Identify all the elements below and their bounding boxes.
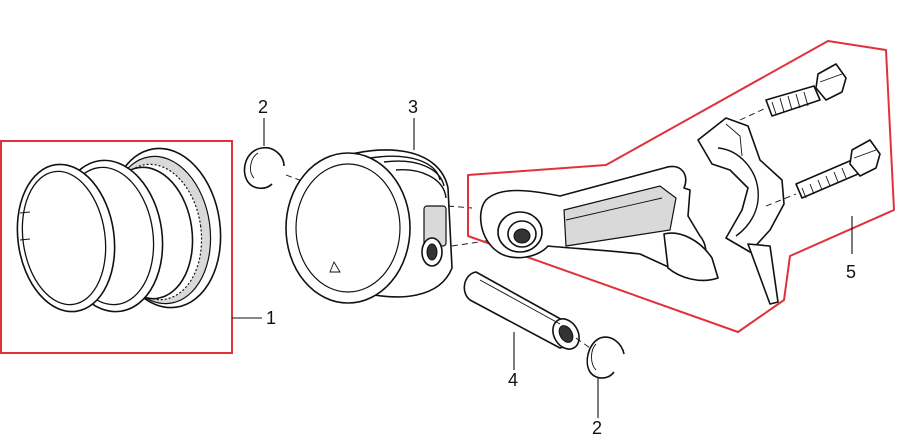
callout-2-bottom: 2 [592, 418, 602, 437]
callout-1: 1 [266, 308, 276, 328]
callout-3: 3 [408, 97, 418, 117]
top-compression-ring [16, 163, 116, 313]
piston-pin[interactable] [463, 271, 584, 354]
connecting-rod [479, 165, 719, 282]
rod-bolt-upper [765, 63, 847, 117]
circlip-top[interactable] [243, 146, 285, 190]
connecting-rod-frame [467, 40, 895, 333]
callout-5: 5 [846, 262, 856, 282]
assembly-axis-upper [285, 174, 306, 183]
bolt-axis-lower [765, 193, 797, 207]
assembly-axis-pin [451, 239, 493, 247]
piston[interactable] [285, 149, 453, 304]
bolt-axis-upper [739, 107, 767, 121]
connecting-rod-cap [697, 117, 785, 305]
callout-2-top: 2 [258, 97, 268, 117]
assembly-axis-lower [575, 337, 591, 349]
piston-ring-set-frame [0, 140, 233, 354]
connecting-rod-group[interactable] [467, 40, 895, 333]
circlip-bottom[interactable] [586, 336, 625, 379]
callout-4: 4 [508, 370, 518, 390]
piston-ring-set-group[interactable] [0, 140, 233, 354]
rod-bolt-lower [795, 139, 881, 199]
